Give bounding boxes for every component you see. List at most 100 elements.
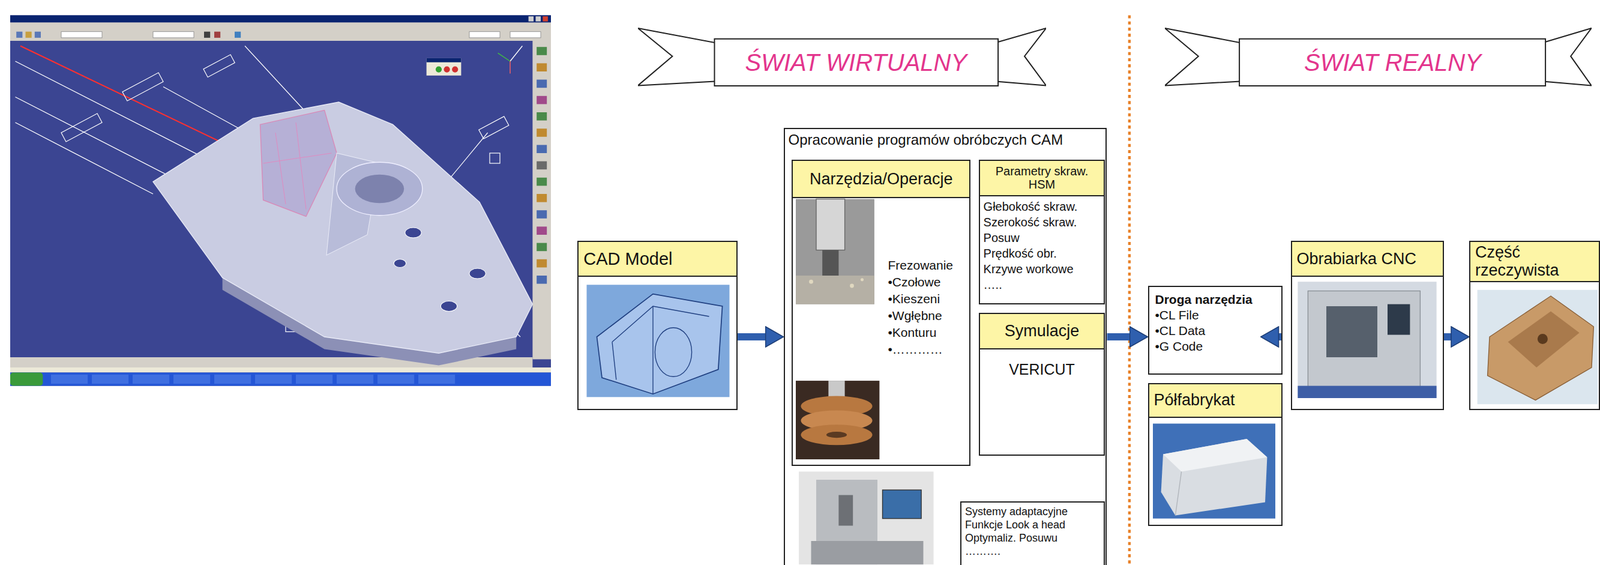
list-item: Głebokość skraw. — [983, 198, 1101, 215]
catia-screenshot — [234, 31, 241, 38]
cnc-machine-photo — [1326, 306, 1378, 358]
stage-box: Półfabrykat — [1148, 382, 1283, 526]
list-item: Krzywe workowe — [983, 261, 1101, 277]
group-box: Opracowanie programów obróbczych CAMNarz… — [783, 127, 1108, 565]
catia-screenshot — [440, 301, 457, 312]
catia-screenshot — [51, 374, 88, 384]
process-box: Narzędzia/OperacjeFrezowanie•Czołowe•Kie… — [791, 159, 971, 466]
catia-screenshot — [536, 96, 547, 105]
box-heading: Narzędzia/Operacje — [792, 160, 970, 199]
real-part-photo — [1487, 295, 1594, 400]
catia-screenshot — [244, 46, 307, 113]
list-item: Funkcje Look a head — [965, 517, 1101, 532]
catia-screenshot — [536, 193, 547, 203]
catia-screenshot — [536, 128, 547, 137]
banner-ribbon — [1164, 28, 1246, 86]
catia-screenshot — [536, 210, 547, 219]
stage-box: CAD Model — [577, 240, 738, 410]
catia-screenshot — [536, 144, 547, 154]
list-item: •Czołowe — [887, 273, 967, 291]
catia-screenshot — [336, 162, 423, 215]
banner-title: ŚWIAT REALNY — [1239, 39, 1546, 86]
process-box: Systemy adaptacyjneFunkcje Look a headOp… — [960, 501, 1105, 565]
catia-screenshot — [426, 58, 462, 63]
box-body: Frezowanie•Czołowe•Kieszeni•Wgłębne•Kont… — [792, 198, 970, 358]
catia-screenshot — [536, 161, 547, 170]
measuring-machine-photo — [798, 471, 934, 565]
catia-screenshot — [405, 227, 422, 238]
flow-arrow — [1443, 333, 1455, 341]
list-item: •Konturu — [887, 324, 967, 341]
catia-screenshot — [510, 31, 541, 38]
catia-screenshot — [426, 58, 462, 76]
catia-screenshot — [25, 31, 32, 38]
catia-screenshot — [91, 374, 129, 384]
real-part-photo — [1537, 333, 1548, 344]
flow-arrow — [1106, 333, 1133, 341]
disc-cutter-photo — [795, 380, 880, 460]
catia-screenshot — [528, 16, 535, 22]
catia-screenshot — [532, 40, 551, 359]
milling-tool-photo — [849, 283, 855, 289]
list-item: Posuw — [983, 229, 1101, 246]
blank-photo — [1163, 438, 1267, 472]
catia-screenshot — [536, 177, 547, 187]
list-item: Frezowanie — [887, 256, 967, 274]
milling-tool-photo — [795, 199, 875, 305]
catia-screenshot — [10, 22, 551, 41]
catia-screenshot — [263, 153, 332, 164]
list-item: Systemy adaptacyjne — [965, 504, 1101, 518]
catia-screenshot — [336, 374, 374, 384]
catia-screenshot — [10, 372, 43, 386]
catia-screenshot — [451, 66, 458, 73]
banner-ribbon — [992, 28, 1047, 86]
catia-screenshot — [435, 66, 442, 73]
catia-screenshot — [122, 72, 164, 101]
milling-tool-photo — [795, 275, 875, 305]
blank-photo — [1175, 471, 1182, 515]
blank-photo — [1161, 438, 1268, 516]
list-item: •Kieszeni — [887, 290, 967, 308]
list-item: ………. — [965, 544, 1101, 558]
box-body: VERICUT — [980, 349, 1105, 379]
box-heading: Część rzeczywista — [1470, 241, 1599, 282]
list-item: •………… — [887, 340, 967, 358]
catia-screenshot — [132, 374, 170, 384]
cnc-machine-photo — [1297, 281, 1437, 398]
catia-screenshot — [469, 268, 486, 279]
catia-screenshot — [61, 31, 103, 38]
process-box: Droga narzędzia•CL File•CL Data•G Code — [1148, 285, 1283, 375]
catia-screenshot — [10, 15, 551, 386]
catia-screenshot — [536, 226, 547, 235]
catia-screenshot — [153, 102, 533, 353]
list-item: Szerokość skraw. — [983, 214, 1101, 230]
cnc-machine-photo — [1297, 281, 1437, 398]
cad-model-picture — [612, 306, 710, 343]
measuring-machine-photo — [798, 471, 934, 565]
cad-model-picture — [652, 306, 653, 394]
catia-screenshot — [15, 122, 154, 194]
real-part-photo — [1508, 311, 1580, 368]
measuring-machine-photo — [811, 540, 924, 565]
divider-line — [1128, 15, 1131, 565]
catia-screenshot — [536, 112, 547, 121]
list-item: •CL Data — [1155, 322, 1277, 339]
catia-screenshot — [393, 259, 406, 268]
blank-photo — [1152, 423, 1276, 519]
catia-screenshot — [214, 31, 221, 38]
catia-screenshot — [204, 31, 211, 38]
banner-ribbon — [714, 39, 999, 86]
box-heading: CAD Model — [578, 241, 737, 277]
cnc-machine-photo — [1387, 304, 1410, 335]
catia-screenshot — [535, 16, 542, 22]
catia-screenshot — [489, 153, 500, 164]
real-part-photo — [1477, 289, 1599, 404]
measuring-machine-photo — [882, 489, 922, 519]
banner-ribbon — [1539, 28, 1591, 86]
box-heading: Obrabiarka CNC — [1292, 241, 1443, 277]
catia-screenshot — [295, 374, 333, 384]
list-item: VERICUT — [982, 360, 1102, 379]
banner-ribbon — [1239, 39, 1546, 86]
cad-model-picture — [586, 284, 730, 397]
